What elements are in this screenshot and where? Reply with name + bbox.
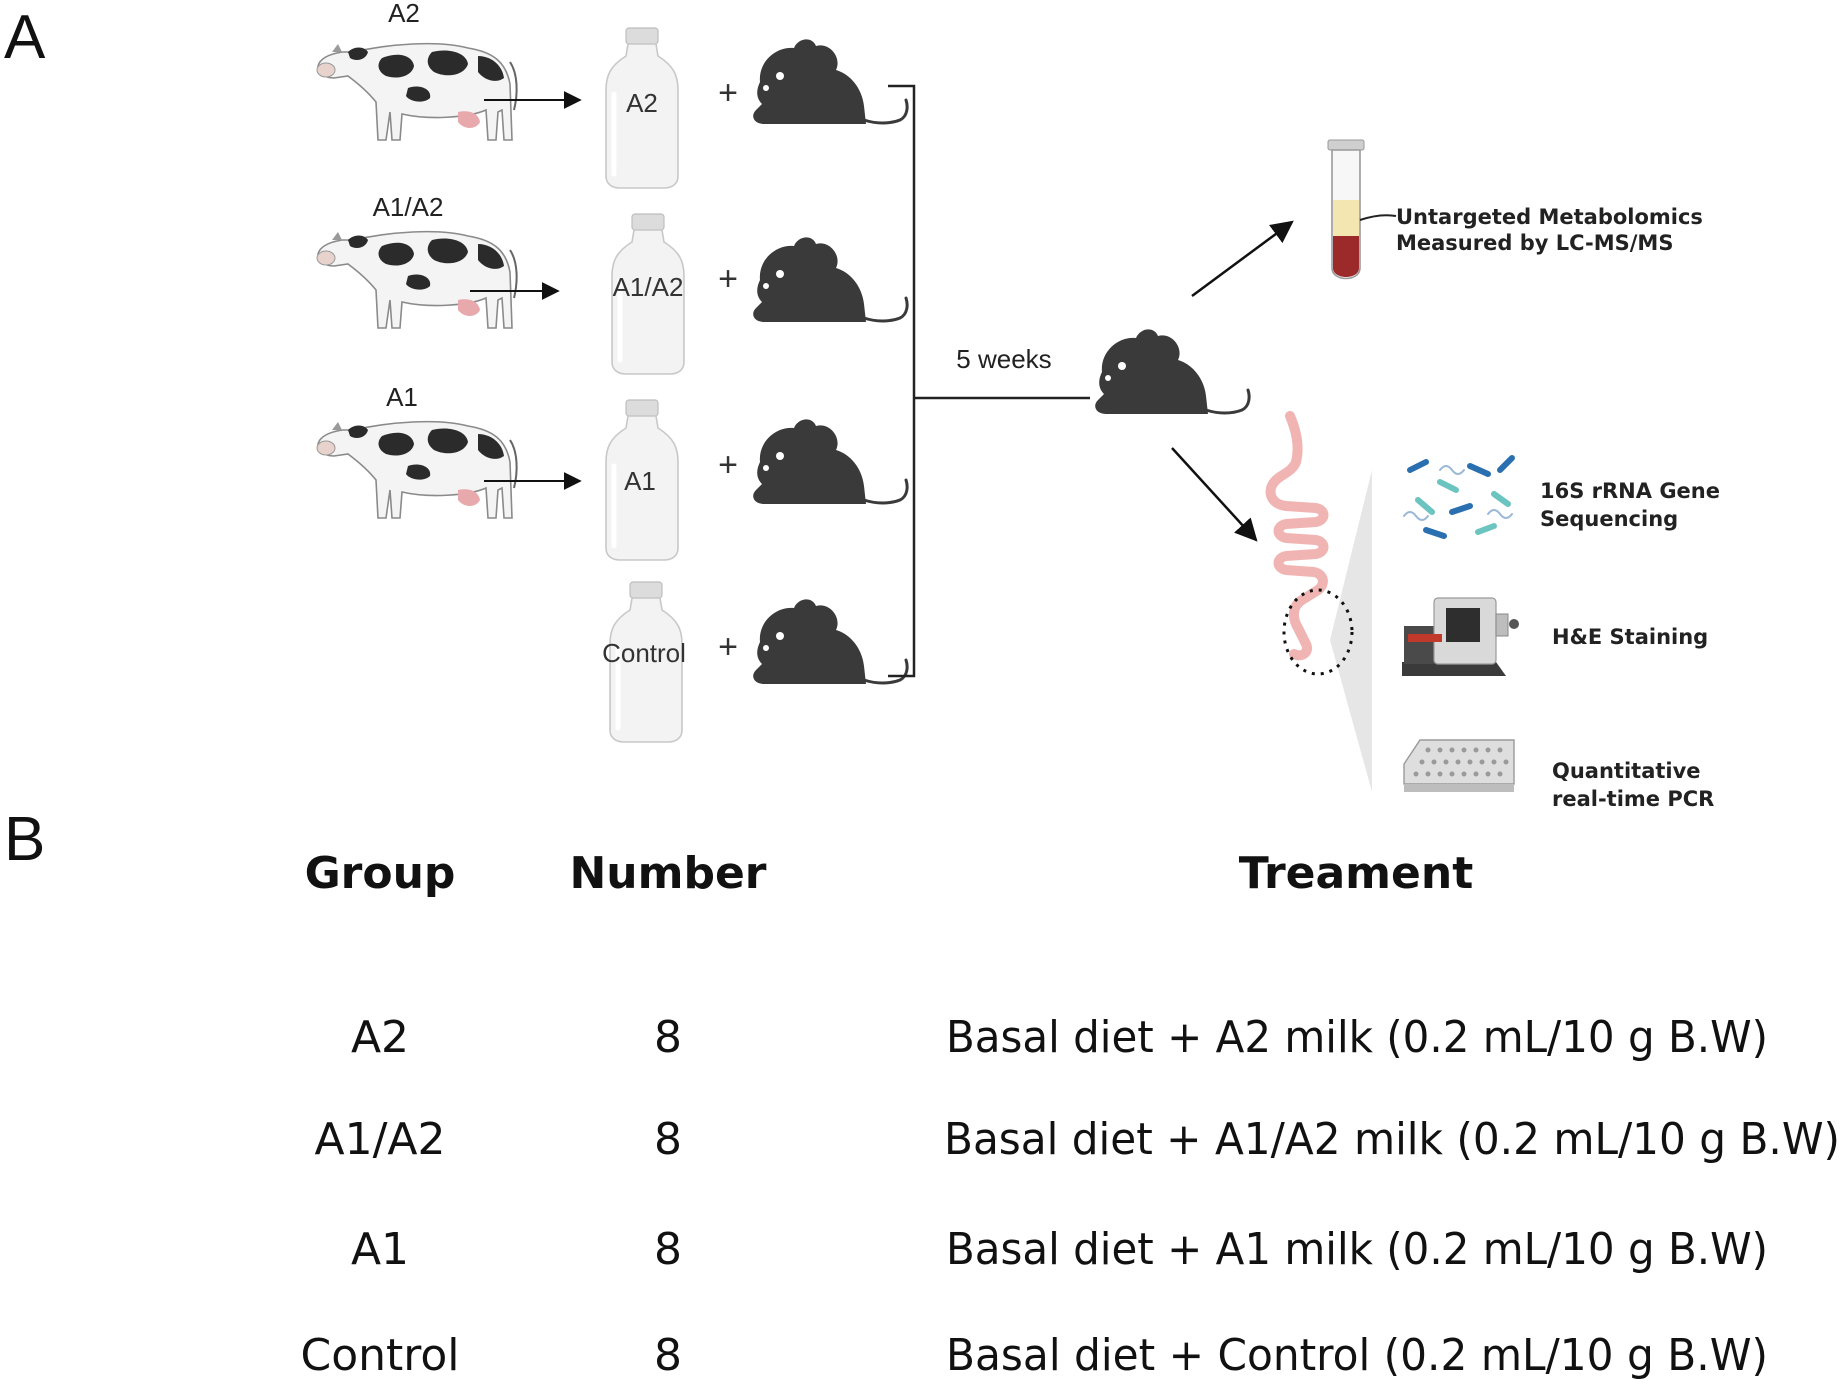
table-cell-treatment: Basal diet + A1/A2 milk (0.2 mL/10 g B.W… [944,1114,1840,1165]
table-cell-number: 8 [654,1224,682,1275]
table-cell-group: A1/A2 [314,1114,445,1165]
cow-icon [316,42,518,141]
sequencing-label-line1: 16S rRNA Gene [1540,479,1720,503]
zoom-circle [1282,588,1354,676]
table-cell-group: A1 [351,1224,409,1275]
table-row: Control 8 Basal diet + Control (0.2 mL/1… [300,1330,1768,1381]
table-header-treatment: Treament [1239,848,1473,899]
mouse-icon [1093,327,1251,416]
table-cell-treatment: Basal diet + A1 milk (0.2 mL/10 g B.W) [946,1224,1768,1275]
intestine-icon [1265,411,1329,661]
table-cell-group: Control [300,1330,459,1381]
pcr-label-line1: Quantitative [1552,759,1701,783]
duration-label: 5 weeks [956,344,1051,374]
table-row: A2 8 Basal diet + A2 milk (0.2 mL/10 g B… [351,1012,1768,1063]
arrow-icon [1191,220,1294,298]
table-cell-number: 8 [654,1012,682,1063]
sequencing-label-line2: Sequencing [1540,507,1678,531]
table-cell-number: 8 [654,1330,682,1381]
staining-label: H&E Staining [1552,625,1708,649]
mouse-icon [751,597,909,686]
bottle-label-control: Control [602,638,686,668]
cow-icon [316,420,518,519]
pcr-label-line2: real-time PCR [1552,787,1714,811]
cow-label-a2: A2 [388,0,420,28]
cow-label-a1a2: A1/A2 [373,192,444,222]
table-cell-treatment: Basal diet + A2 milk (0.2 mL/10 g B.W) [946,1012,1768,1063]
mouse-icon [751,417,909,506]
zoom-wedge [1330,470,1372,792]
microtome-icon [1402,597,1519,676]
bottle-label-a1a2: A1/A2 [613,272,684,302]
mouse-icon [751,235,909,324]
pcr-plate-icon [1403,739,1515,792]
plus-sign: + [718,260,738,298]
metabolomics-label-line1: Untargeted Metabolomics [1396,205,1703,229]
table-row: A1 8 Basal diet + A1 milk (0.2 mL/10 g B… [351,1224,1768,1275]
mouse-icon [751,37,909,126]
cow-icon [316,230,518,329]
cow-label-a1: A1 [386,382,418,412]
plus-sign: + [718,446,738,484]
metabolomics-label-line2: Measured by LC-MS/MS [1396,231,1673,255]
bacteria-icon [1403,455,1515,539]
bottle-label-a1: A1 [624,466,656,496]
panel-a-label: A [4,3,46,72]
group-bracket [888,84,916,678]
plus-sign: + [718,628,738,666]
table-cell-number: 8 [654,1114,682,1165]
table-header-group: Group [305,848,456,899]
table-row: A1/A2 8 Basal diet + A1/A2 milk (0.2 mL/… [314,1114,1840,1165]
table-cell-group: A2 [351,1012,409,1063]
blood-tube-icon [1327,139,1397,280]
table-cell-treatment: Basal diet + Control (0.2 mL/10 g B.W) [946,1330,1768,1381]
panel-b-label: B [4,805,45,874]
table-header-number: Number [569,848,766,899]
arrow-icon [1171,447,1258,542]
bottle-label-a2: A2 [626,88,658,118]
plus-sign: + [718,74,738,112]
